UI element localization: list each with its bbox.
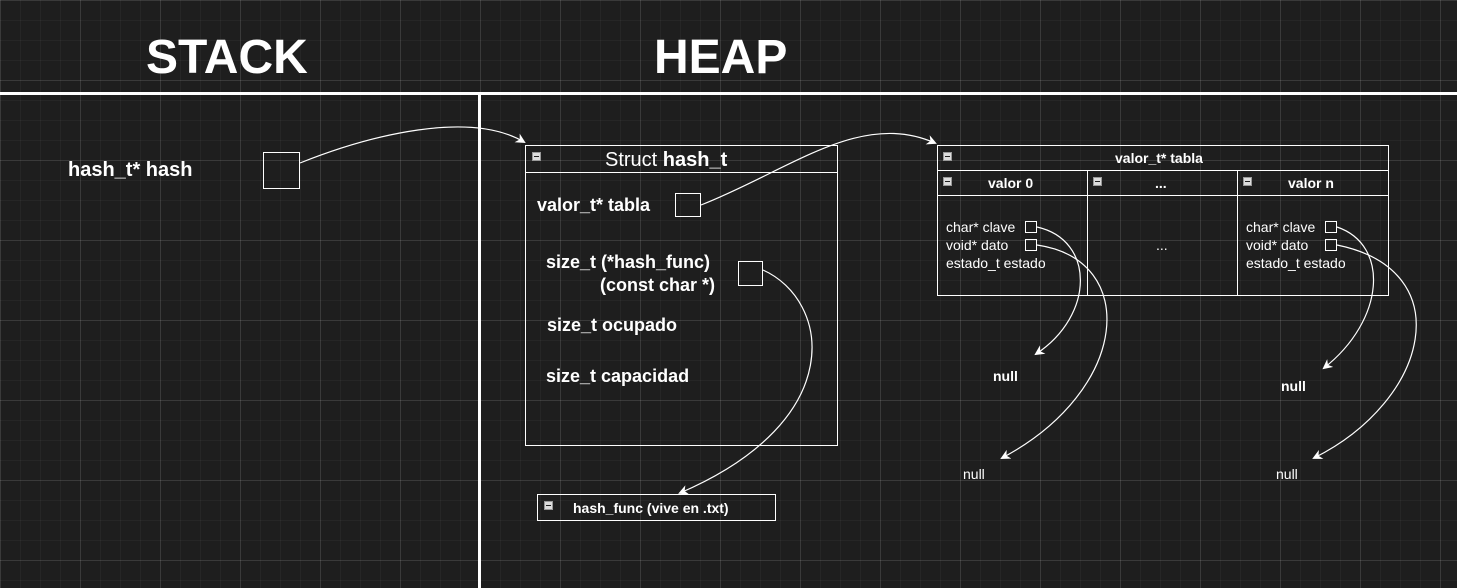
struct-title: Struct hash_t (605, 149, 727, 172)
column-header-valor-n: valor n (1288, 175, 1334, 191)
field-tabla: valor_t* tabla (537, 195, 651, 215)
stack-title: STACK (146, 31, 308, 84)
collapse-icon[interactable] (532, 152, 541, 161)
null-label-valorn-clave: null (1281, 378, 1306, 394)
arrow-vn-dato-null (1312, 244, 1417, 459)
struct-title-prefix: Struct (605, 149, 663, 171)
ellipsis-field: ... (1156, 237, 1168, 253)
struct-header-divider (525, 172, 838, 173)
valorn-field-estado: estado_t estado (1246, 255, 1346, 271)
hash-func-box[interactable] (537, 494, 776, 521)
valor0-clave-pointer[interactable] (1025, 221, 1037, 233)
arrow-v0-clave-null (1034, 226, 1081, 356)
null-label-valorn-dato: null (1276, 466, 1298, 482)
tabla-header-divider (937, 170, 1389, 171)
collapse-icon[interactable] (1243, 177, 1252, 186)
arrow-tabla-to-table (700, 132, 937, 206)
struct-hash-container[interactable] (525, 145, 838, 446)
tabla-title: valor_t* tabla (1115, 150, 1203, 166)
struct-title-name: hash_t (662, 149, 728, 171)
tabla-pointer-box[interactable] (675, 193, 701, 217)
hash-func-pointer-box[interactable] (738, 261, 763, 286)
collapse-icon[interactable] (544, 501, 553, 510)
valor0-field-clave: char* clave (946, 219, 1016, 235)
tabla-container[interactable] (937, 145, 1389, 296)
arrow-hash-to-struct (299, 126, 526, 164)
field-capacidad: size_t capacidad (546, 366, 690, 386)
collapse-icon[interactable] (943, 152, 952, 161)
valor0-field-dato: void* dato (946, 237, 1009, 253)
valorn-field-dato: void* dato (1246, 237, 1309, 253)
field-hash-func-line1: size_t (*hash_func) (546, 252, 711, 272)
field-ocupado: size_t ocupado (547, 315, 678, 335)
column-header-valor-0: valor 0 (988, 175, 1034, 191)
null-label-valor0-dato: null (963, 466, 985, 482)
hash-pointer-label: hash_t* hash (68, 159, 193, 181)
heap-title: HEAP (654, 31, 788, 84)
tabla-subheader-divider (937, 195, 1389, 196)
hash-func-box-label: hash_func (vive en .txt) (573, 500, 729, 516)
valor0-dato-pointer[interactable] (1025, 239, 1037, 251)
tabla-column-divider-2 (1237, 170, 1238, 295)
column-header-ellipsis: ... (1155, 175, 1167, 191)
field-hash-func-line2: (const char *) (600, 275, 716, 295)
arrow-v0-dato-null (1000, 244, 1108, 459)
valorn-field-clave: char* clave (1246, 219, 1316, 235)
null-label-valor0-clave: null (993, 368, 1018, 384)
stack-heap-separator (478, 95, 481, 588)
valor0-field-estado: estado_t estado (946, 255, 1046, 271)
arrow-hashfunc-to-box (678, 269, 813, 495)
collapse-icon[interactable] (1093, 177, 1102, 186)
collapse-icon[interactable] (943, 177, 952, 186)
horizontal-separator (0, 92, 1457, 95)
valorn-clave-pointer[interactable] (1325, 221, 1337, 233)
arrow-vn-clave-null (1322, 226, 1375, 370)
tabla-column-divider-1 (1087, 170, 1088, 295)
valorn-dato-pointer[interactable] (1325, 239, 1337, 251)
hash-pointer-box[interactable] (263, 152, 300, 189)
